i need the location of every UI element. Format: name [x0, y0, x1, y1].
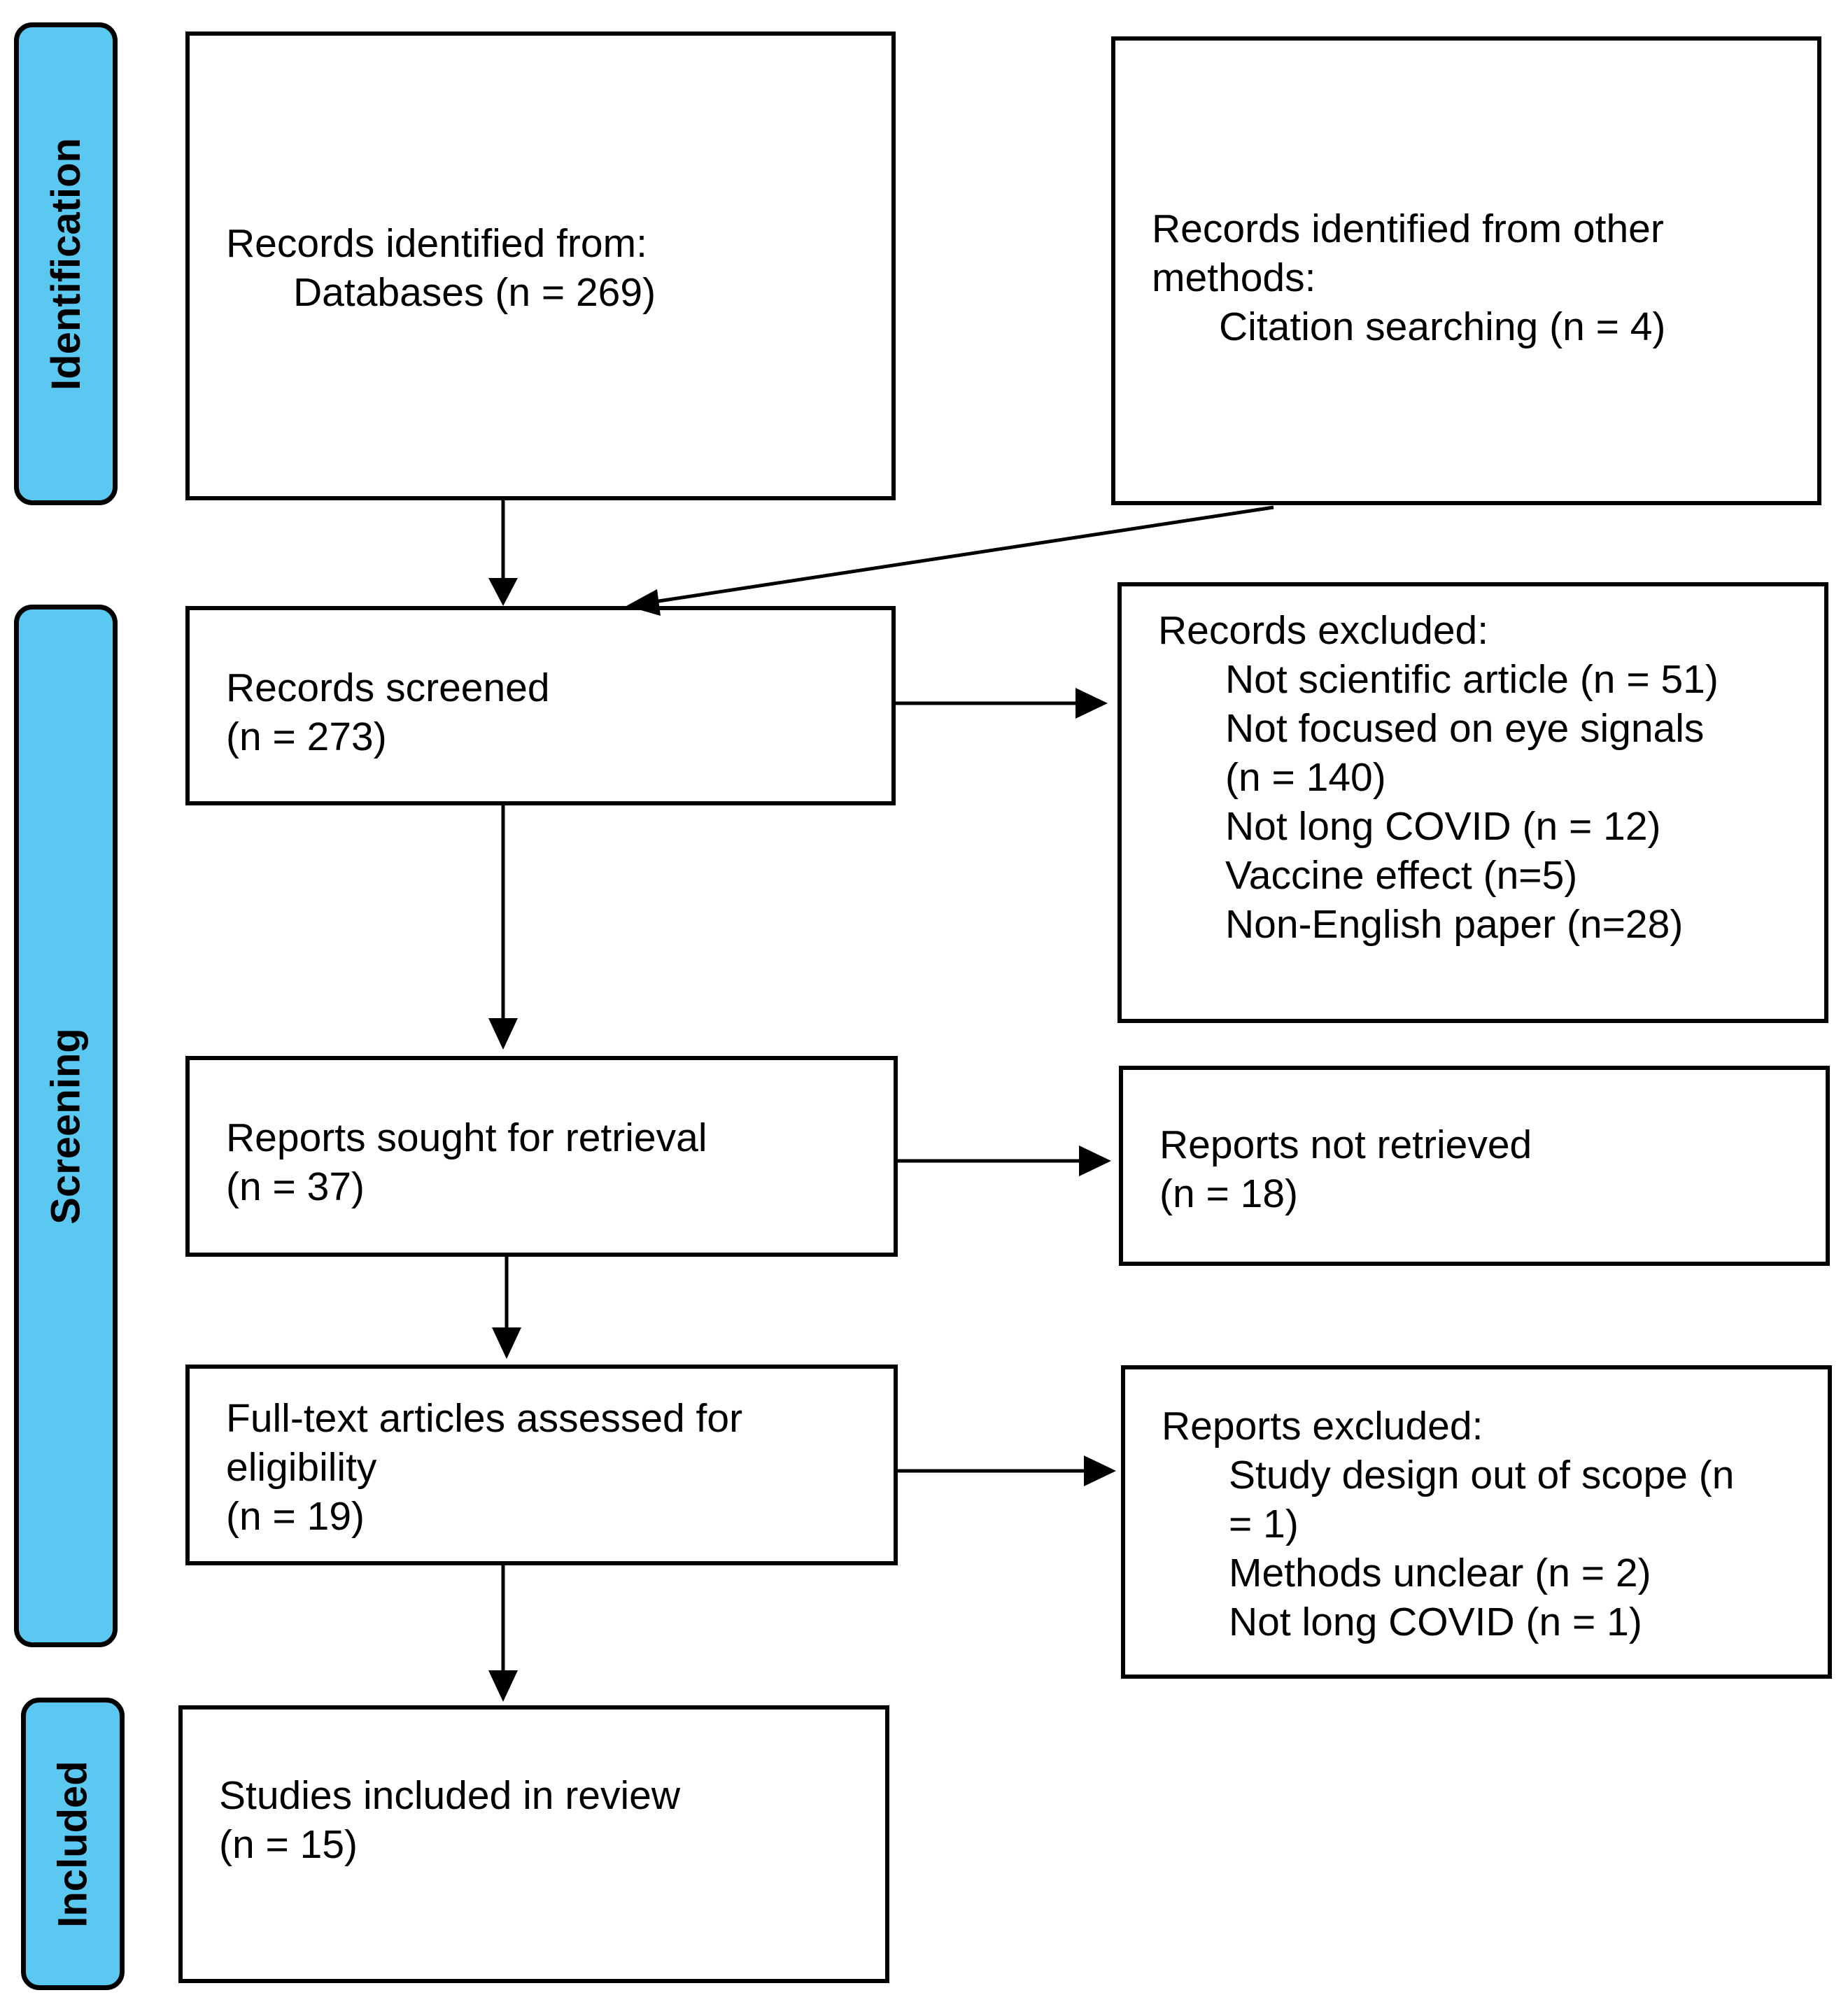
reports-excluded-title: Reports excluded:	[1162, 1404, 1483, 1448]
arrowhead-assessed-to-reports-excluded	[1084, 1455, 1116, 1486]
included-phase-label: Included	[21, 1698, 125, 1990]
reports-excluded-item: Methods unclear (n = 2)	[1229, 1551, 1651, 1595]
excluded-reason-item: Not scientific article (n = 51)	[1225, 657, 1719, 702]
other-methods-title-line2: methods:	[1152, 255, 1316, 300]
reports-excluded-item: = 1)	[1229, 1502, 1299, 1546]
full-text-assessed-title-line1: Full-text articles assessed for	[226, 1396, 743, 1441]
excluded-reason-item: Vaccine effect (n=5)	[1225, 853, 1578, 898]
arrowhead-sought-to-not-retrieved	[1079, 1145, 1111, 1176]
reports-sought-count: (n = 37)	[226, 1164, 365, 1209]
reports-not-retrieved-count: (n = 18)	[1159, 1171, 1299, 1216]
reports-excluded-box: Reports excluded: Study design out of sc…	[1121, 1365, 1832, 1679]
arrowhead-sought-to-assessed	[492, 1327, 521, 1359]
records-excluded-title: Records excluded:	[1158, 608, 1489, 653]
reports-excluded-item: Study design out of scope (n	[1229, 1453, 1735, 1497]
arrow-other-methods-to-screened	[654, 505, 1274, 604]
databases-records-box: Records identified from: Databases (n = …	[185, 31, 896, 500]
records-screened-count: (n = 273)	[226, 714, 387, 759]
identification-phase-label: Identification	[14, 22, 118, 505]
full-text-assessed-count: (n = 19)	[226, 1494, 365, 1539]
screening-phase-label: Screening	[14, 605, 118, 1647]
excluded-reason-item: Non-English paper (n=28)	[1225, 902, 1684, 947]
excluded-reason-item: Not focused on eye signals	[1225, 706, 1705, 751]
reports-sought-box: Reports sought for retrieval (n = 37)	[185, 1056, 898, 1257]
excluded-reason-item: Not long COVID (n = 12)	[1225, 804, 1661, 849]
records-screened-box: Records screened (n = 273)	[185, 606, 896, 805]
records-excluded-box: Records excluded: Not scientific article…	[1117, 582, 1828, 1023]
reports-not-retrieved-box: Reports not retrieved (n = 18)	[1119, 1066, 1830, 1266]
full-text-assessed-title-line2: eligibility	[226, 1445, 377, 1490]
studies-included-count: (n = 15)	[219, 1822, 358, 1867]
full-text-assessed-box: Full-text articles assessed for eligibil…	[185, 1365, 898, 1565]
other-methods-records-box: Records identified from other methods: C…	[1111, 36, 1821, 505]
records-screened-title: Records screened	[226, 665, 550, 710]
reports-sought-title: Reports sought for retrieval	[226, 1115, 707, 1160]
arrowhead-other-methods-to-screened	[626, 589, 661, 616]
databases-records-title: Records identified from:	[226, 221, 647, 266]
reports-excluded-item: Not long COVID (n = 1)	[1229, 1600, 1642, 1644]
studies-included-title: Studies included in review	[219, 1773, 681, 1818]
reports-not-retrieved-title: Reports not retrieved	[1159, 1122, 1532, 1167]
arrowhead-screened-to-excluded	[1075, 688, 1108, 719]
databases-records-count: Databases (n = 269)	[293, 270, 656, 315]
citation-searching-count: Citation searching (n = 4)	[1219, 304, 1666, 349]
arrowhead-screened-to-sought	[488, 1018, 518, 1050]
arrowhead-assessed-to-included	[488, 1670, 518, 1702]
studies-included-box: Studies included in review (n = 15)	[178, 1705, 889, 1983]
excluded-reason-item: (n = 140)	[1225, 755, 1386, 800]
arrowhead-databases-to-screened	[488, 578, 518, 606]
other-methods-title-line1: Records identified from other	[1152, 206, 1664, 251]
